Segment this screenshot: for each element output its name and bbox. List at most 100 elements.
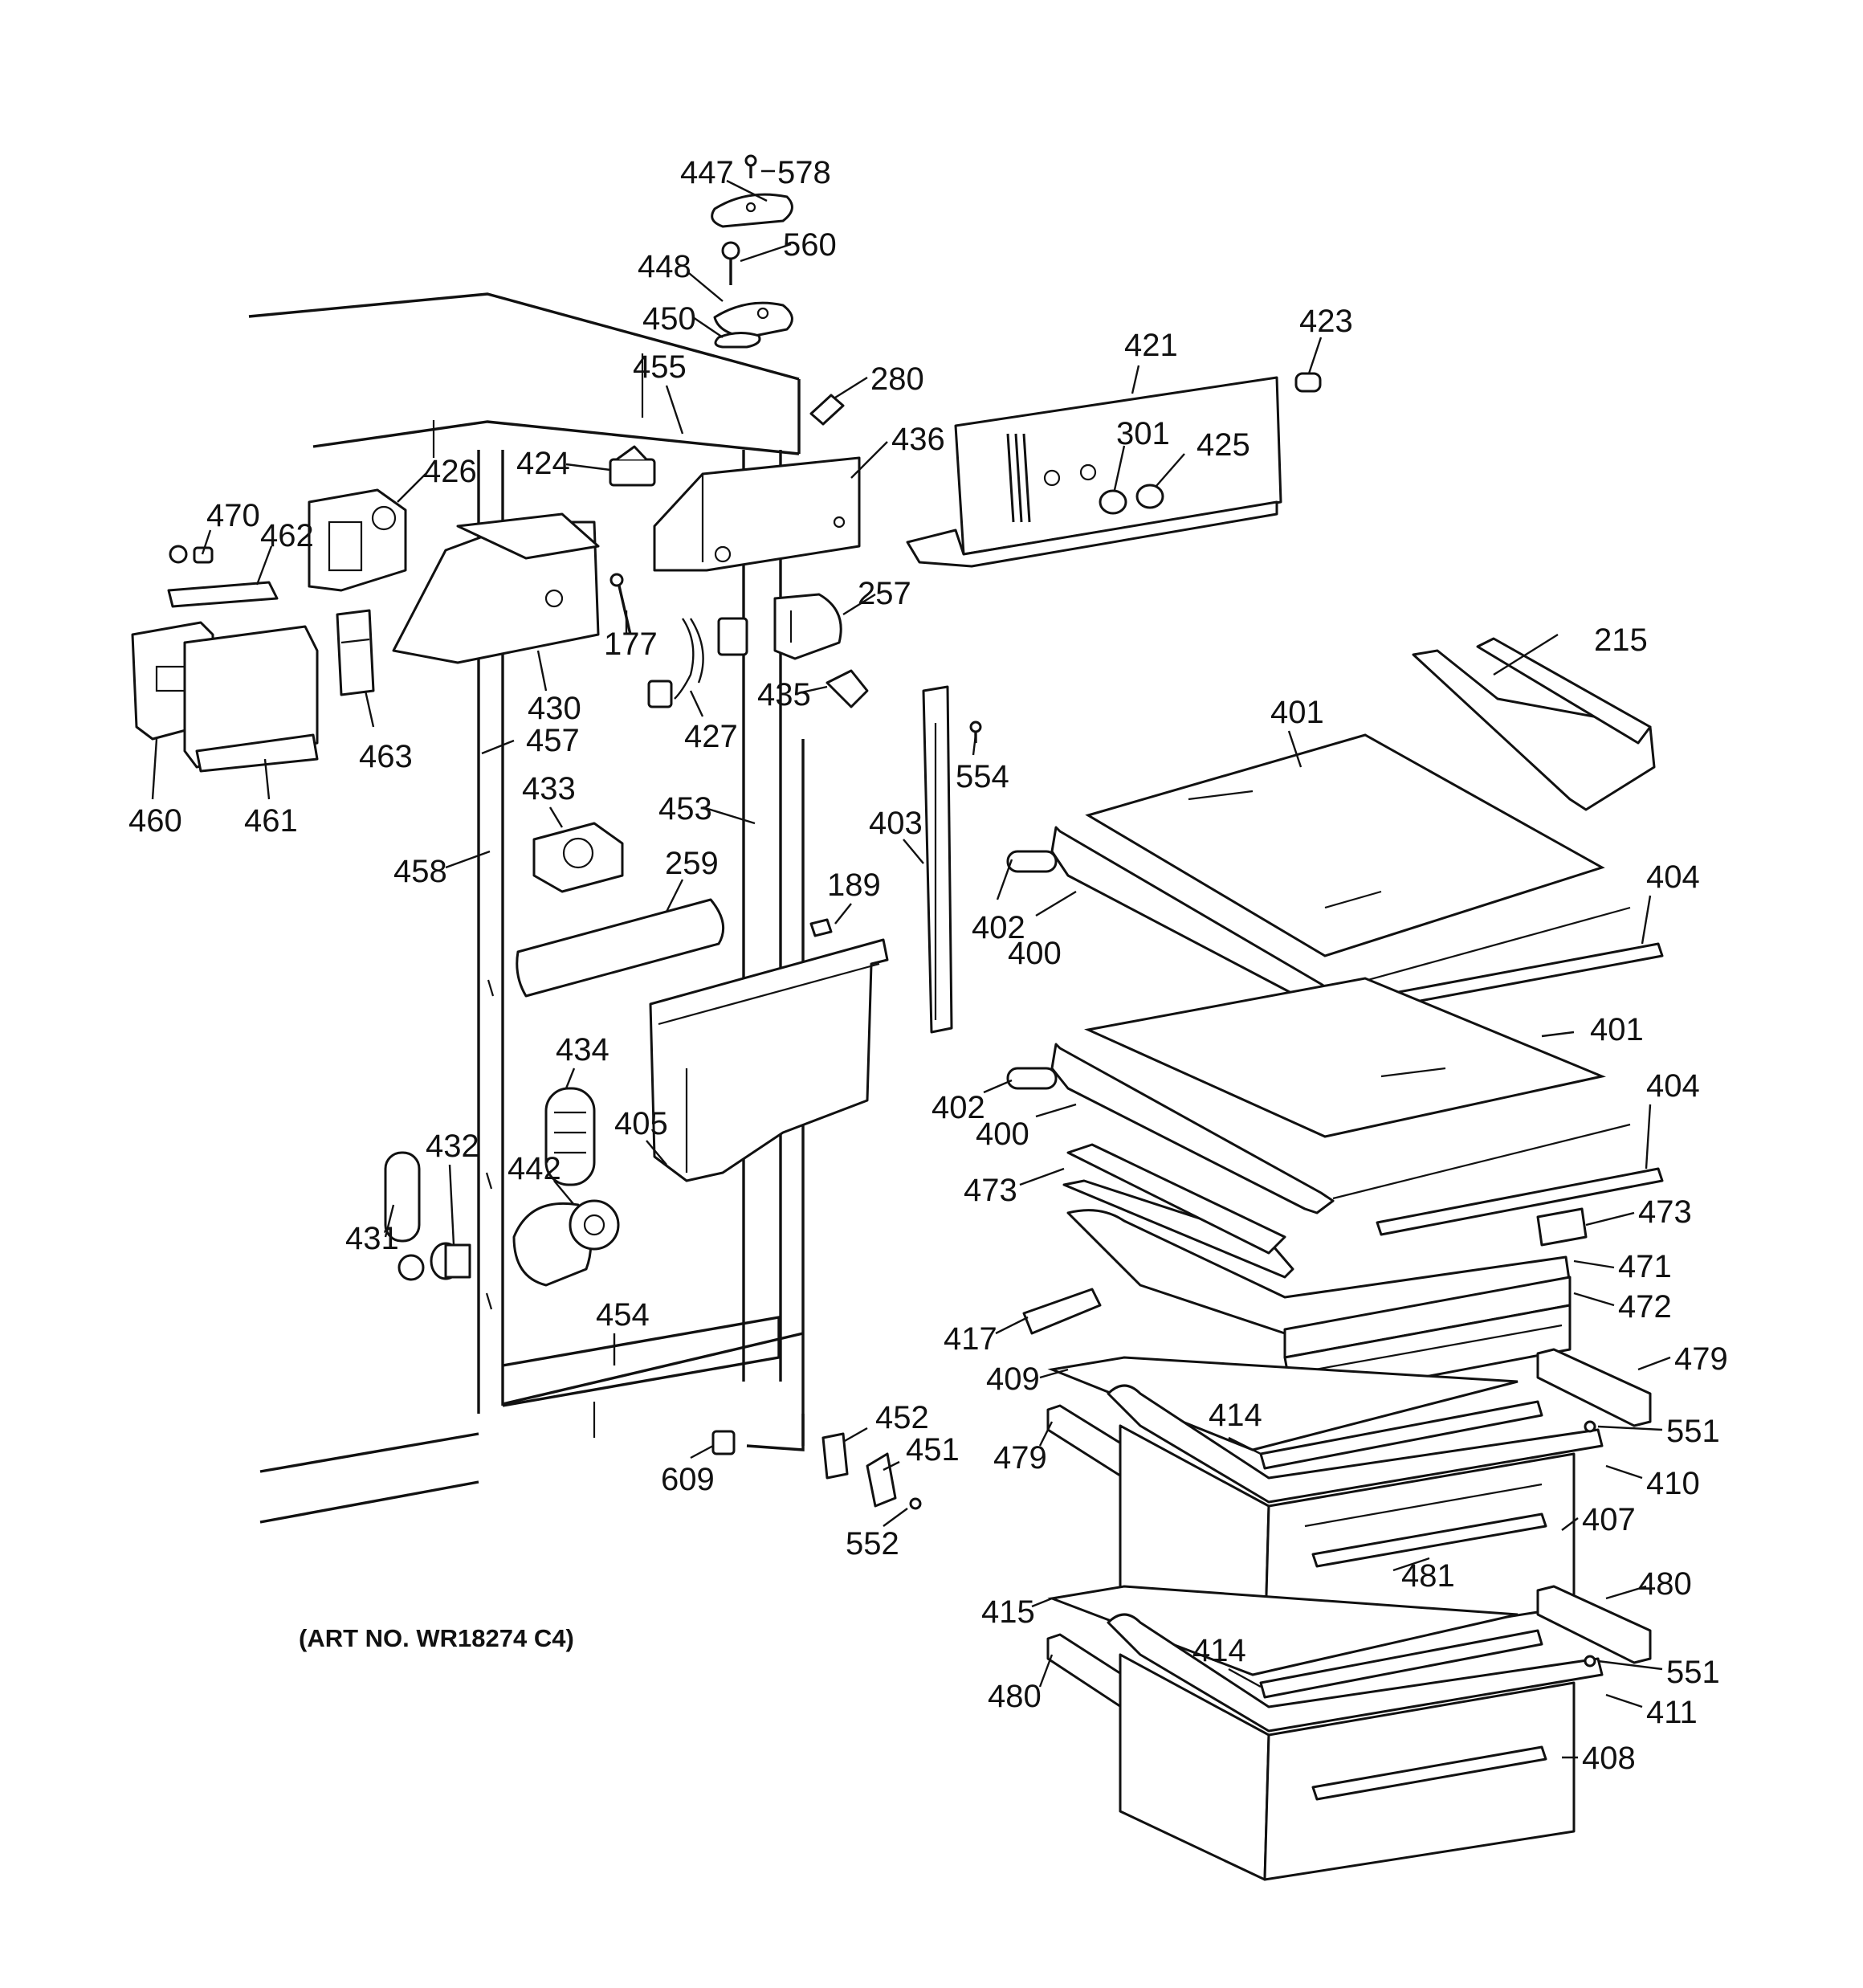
label-414-lower: 414 — [1192, 1633, 1246, 1668]
knob-301 — [1099, 489, 1127, 515]
light-socket-432 — [430, 1242, 471, 1280]
label-400-upper: 400 — [1008, 936, 1062, 971]
label-402-lower: 402 — [932, 1090, 985, 1125]
timer-257 — [773, 593, 842, 660]
label-447: 447 — [680, 155, 734, 190]
label-552: 552 — [846, 1526, 899, 1561]
shelf-glass-401-upper — [1085, 733, 1605, 957]
grille-431 — [384, 1151, 425, 1281]
label-454: 454 — [596, 1297, 650, 1333]
shelf-ladder-403 — [922, 685, 953, 1034]
screw-578 — [744, 154, 757, 178]
label-442: 442 — [508, 1151, 561, 1186]
label-470: 470 — [206, 498, 260, 533]
label-301: 301 — [1116, 416, 1170, 451]
label-431: 431 — [345, 1221, 399, 1256]
label-434: 434 — [556, 1032, 609, 1067]
label-472: 472 — [1618, 1289, 1672, 1325]
label-481: 481 — [1401, 1558, 1455, 1594]
label-423: 423 — [1299, 304, 1353, 339]
grille-434 — [544, 1087, 596, 1186]
label-427: 427 — [684, 719, 738, 754]
slide-rail-480-right — [1536, 1585, 1652, 1664]
bracket-462 — [167, 581, 279, 608]
door-bin-215 — [1412, 637, 1656, 811]
label-405: 405 — [614, 1106, 668, 1141]
label-401-upper: 401 — [1270, 695, 1324, 730]
label-407: 407 — [1582, 1502, 1636, 1537]
label-471: 471 — [1618, 1249, 1672, 1284]
damper-442 — [512, 1199, 620, 1287]
bracket-435 — [826, 669, 869, 708]
label-430: 430 — [528, 691, 581, 726]
clip-463 — [336, 609, 375, 696]
label-436: 436 — [891, 422, 945, 457]
label-409: 409 — [986, 1361, 1040, 1397]
screw-551-lower — [1584, 1655, 1596, 1668]
label-551-lower: 551 — [1666, 1655, 1720, 1690]
label-215: 215 — [1594, 623, 1648, 658]
rail-414-lower — [1259, 1629, 1543, 1699]
label-425: 425 — [1196, 427, 1250, 463]
switch-424 — [609, 445, 656, 487]
rail-414-upper — [1259, 1400, 1543, 1470]
label-400-lower: 400 — [976, 1116, 1029, 1152]
label-460: 460 — [128, 803, 182, 839]
screw-177 — [609, 573, 632, 635]
shim-450 — [714, 332, 761, 349]
label-424: 424 — [516, 446, 570, 481]
handle-481 — [1311, 1512, 1547, 1568]
cover-430 — [392, 512, 600, 664]
label-404-lower: 404 — [1646, 1068, 1700, 1104]
label-257: 257 — [858, 576, 911, 611]
label-609: 609 — [661, 1462, 715, 1497]
control-housing-436 — [653, 456, 861, 572]
slide-417 — [1022, 1288, 1102, 1335]
label-402-upper: 402 — [972, 910, 1025, 945]
label-451: 451 — [906, 1432, 960, 1468]
label-452: 452 — [875, 1400, 929, 1435]
label-421: 421 — [1124, 328, 1178, 363]
label-480-right: 480 — [1638, 1566, 1692, 1602]
slide-rail-479-right — [1536, 1348, 1652, 1427]
spacer-609 — [711, 1430, 736, 1455]
label-435: 435 — [757, 677, 811, 712]
label-560: 560 — [783, 227, 837, 263]
knob-425 — [1135, 484, 1164, 509]
grommet-189 — [809, 918, 833, 937]
label-458: 458 — [393, 854, 447, 889]
label-404-upper: 404 — [1646, 859, 1700, 895]
bracket-452 — [821, 1432, 849, 1480]
thermostat-426 — [308, 488, 407, 592]
label-411: 411 — [1646, 1695, 1698, 1730]
label-415: 415 — [981, 1594, 1035, 1630]
label-479-left: 479 — [993, 1440, 1047, 1476]
label-426: 426 — [423, 454, 477, 489]
fan-shroud-405 — [649, 938, 889, 1182]
label-473-right: 473 — [1638, 1194, 1692, 1230]
shelf-support-402-lower — [1006, 1067, 1058, 1090]
label-450: 450 — [642, 301, 696, 337]
hinge-448 — [713, 301, 793, 339]
screw-552 — [909, 1497, 922, 1510]
label-414-upper: 414 — [1209, 1398, 1262, 1433]
screw-560 — [721, 241, 740, 285]
label-433: 433 — [522, 771, 576, 806]
trim-404-upper — [1376, 942, 1664, 1010]
label-189: 189 — [827, 867, 881, 903]
label-479-right: 479 — [1674, 1341, 1728, 1377]
drawer-frame-411 — [1107, 1613, 1604, 1733]
wire-harness-427 — [647, 617, 748, 708]
label-457: 457 — [526, 723, 580, 758]
shelf-frame-400-lower — [1050, 1043, 1631, 1214]
shelf-glass-401-lower — [1084, 977, 1607, 1138]
label-551-upper: 551 — [1666, 1414, 1720, 1449]
glass-415 — [1047, 1585, 1519, 1676]
label-461: 461 — [244, 803, 298, 839]
label-480-left: 480 — [988, 1679, 1042, 1714]
label-578: 578 — [777, 155, 831, 190]
part-labels: 447 578 448 560 450 455 280 421 423 436 … — [128, 155, 1728, 1776]
duct-259 — [516, 898, 725, 998]
fan-433 — [532, 822, 624, 893]
